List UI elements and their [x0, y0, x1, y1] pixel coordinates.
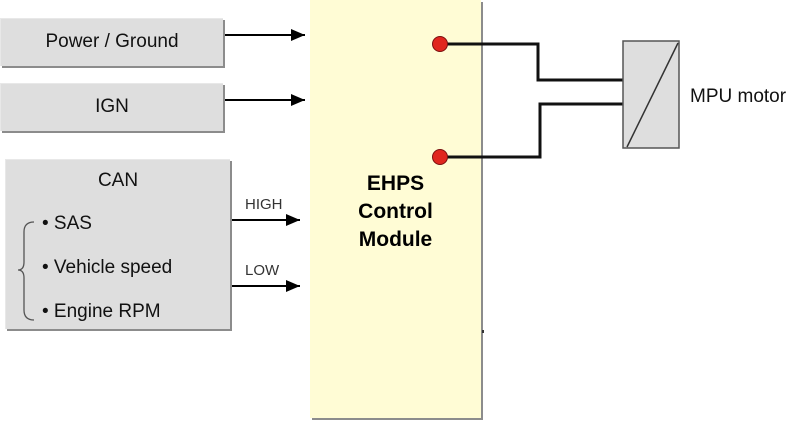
can-item-engine-rpm: • Engine RPM — [42, 301, 161, 322]
motor-wire-upper — [440, 42, 623, 82]
module-title: EHPS Control Module — [310, 170, 481, 254]
motor-wire-lower — [440, 102, 623, 159]
ign-label: IGN — [95, 96, 129, 117]
module-title-line-3: Module — [358, 228, 433, 251]
terminal-upper — [432, 36, 448, 52]
terminal-lower — [432, 149, 448, 165]
power-ground-box: Power / Ground — [0, 18, 223, 66]
motor-diagonal — [626, 42, 679, 148]
can-item-sas: • SAS — [42, 213, 92, 234]
module-title-line-1: EHPS — [366, 172, 425, 195]
can-item-vehicle-speed: • Vehicle speed — [42, 257, 173, 278]
power-ground-label: Power / Ground — [45, 31, 179, 52]
module-title-line-2: Control — [358, 200, 433, 223]
can-title: CAN — [97, 170, 139, 191]
ign-box: IGN — [0, 83, 223, 131]
can-high-label: HIGH — [245, 196, 283, 213]
mpu-motor-label: MPU motor — [690, 86, 787, 107]
can-box: CAN — [5, 159, 230, 329]
module-edge-mark — [482, 330, 484, 333]
can-low-label: LOW — [245, 262, 280, 279]
ehps-control-module: EHPS Control Module — [310, 0, 481, 418]
can-brace — [17, 221, 35, 321]
